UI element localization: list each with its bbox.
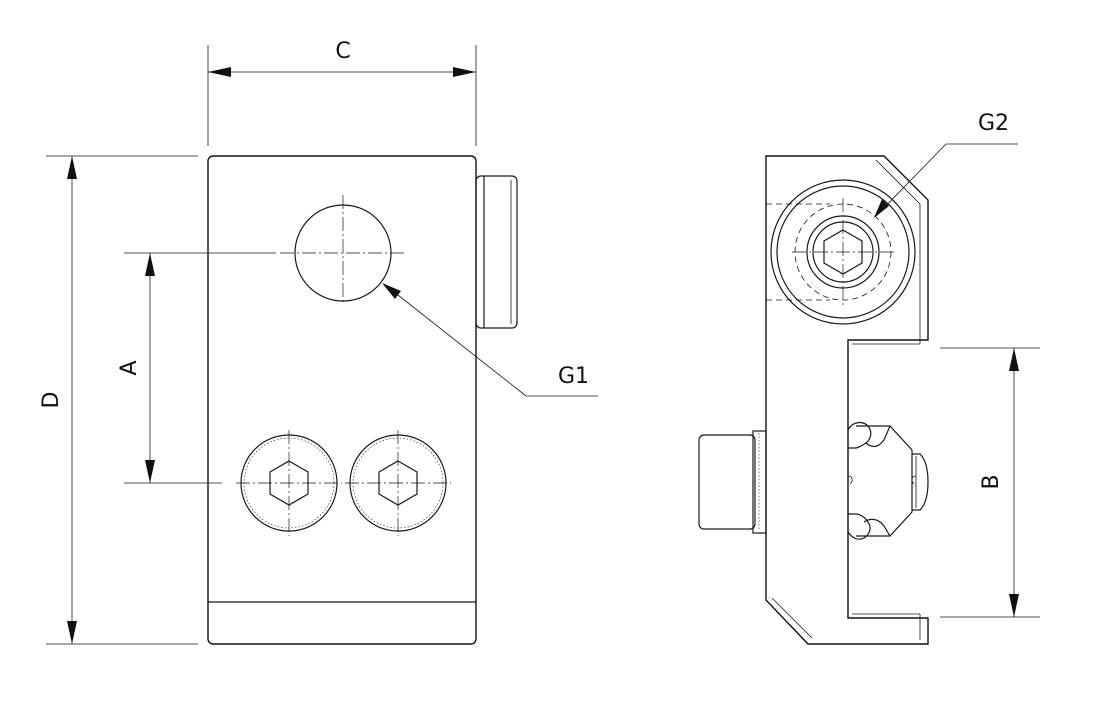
right-socket-screw <box>345 430 451 536</box>
front-view: C D A G1 <box>39 39 598 645</box>
dimension-b: B <box>940 347 1040 618</box>
callout-g2-label: G2 <box>978 111 1009 136</box>
callout-g1-label: G1 <box>558 364 589 389</box>
dimension-a-label: A <box>117 360 142 375</box>
left-socket-screw <box>236 430 342 536</box>
dimension-d-label: D <box>39 392 64 409</box>
dimension-a: A <box>117 252 276 484</box>
side-view: B G2 <box>698 111 1040 645</box>
side-bolt <box>698 430 767 534</box>
g1-hole <box>280 195 406 305</box>
callout-g1: G1 <box>382 283 598 397</box>
callout-g2: G2 <box>874 111 1018 218</box>
dimension-b-label: B <box>979 474 1004 489</box>
dimension-d: D <box>39 155 198 645</box>
clamp-jaw <box>847 421 929 540</box>
dimension-c: C <box>207 39 477 146</box>
g2-screw <box>770 179 916 325</box>
front-block-outline <box>207 155 477 645</box>
side-body-outline <box>765 155 929 645</box>
dimension-c-label: C <box>335 39 350 64</box>
front-side-screw <box>475 175 518 329</box>
